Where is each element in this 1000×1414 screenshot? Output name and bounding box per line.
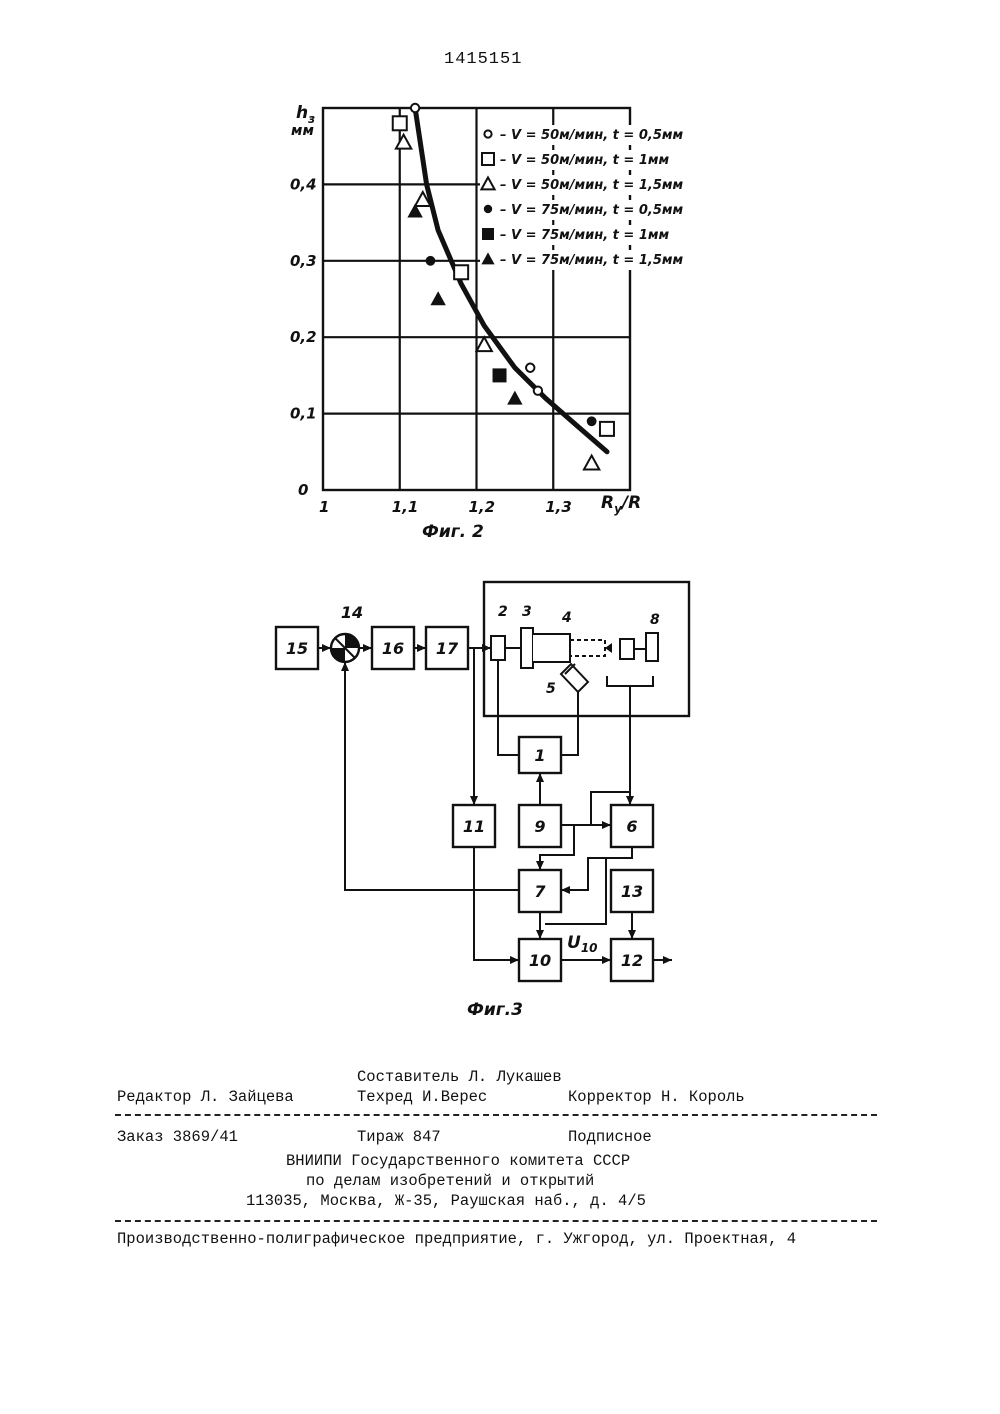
machine-spindle: [491, 628, 658, 668]
printer: Производственно-полиграфическое предприя…: [117, 1230, 796, 1248]
order: Заказ 3869/41: [117, 1128, 238, 1146]
block-7-label: 7: [534, 882, 546, 901]
divider-bottom: [115, 1220, 877, 1222]
block-17-label: 17: [436, 639, 459, 658]
compiler: Составитель Л. Лукашев: [357, 1068, 562, 1086]
organization-line-1: ВНИИПИ Государственного комитета СССР: [286, 1152, 630, 1170]
figure-3-diagram: 15 16 17 1 9 6 11 7 13 10 12 14 2 3 4 5 …: [0, 0, 1000, 1040]
machine-label-8: 8: [650, 612, 660, 628]
editor: Редактор Л. Зайцева: [117, 1088, 294, 1106]
block-13-label: 13: [621, 882, 643, 901]
block-14-label: 14: [341, 603, 363, 622]
block-11-label: 11: [463, 817, 485, 836]
block-6-label: 6: [626, 817, 637, 836]
figure-3-caption: Фиг.3: [467, 1000, 523, 1020]
machine-label-4: 4: [561, 610, 572, 626]
machine-label-3: 3: [522, 604, 532, 620]
corrector: Корректор Н. Король: [568, 1088, 745, 1106]
address: 113035, Москва, Ж-35, Раушская наб., д. …: [246, 1192, 646, 1210]
block-10-label: 10: [529, 951, 551, 970]
summing-junction-14: [331, 634, 359, 662]
divider-top: [115, 1114, 877, 1116]
machine-label-5: 5: [546, 681, 556, 697]
subscription: Подписное: [568, 1128, 652, 1146]
organization-line-2: по делам изобретений и открытий: [306, 1172, 594, 1190]
techred: Техред И.Верес: [357, 1088, 487, 1106]
block-16-label: 16: [382, 639, 404, 658]
circulation: Тираж 847: [357, 1128, 441, 1146]
block-1-label: 1: [534, 746, 545, 765]
block-9-label: 9: [534, 817, 545, 836]
machine-label-2: 2: [498, 604, 508, 620]
block-12-label: 12: [621, 951, 643, 970]
cutting-tool-5: [561, 664, 588, 700]
signal-label: U10: [567, 933, 598, 955]
block-15-label: 15: [286, 639, 308, 658]
